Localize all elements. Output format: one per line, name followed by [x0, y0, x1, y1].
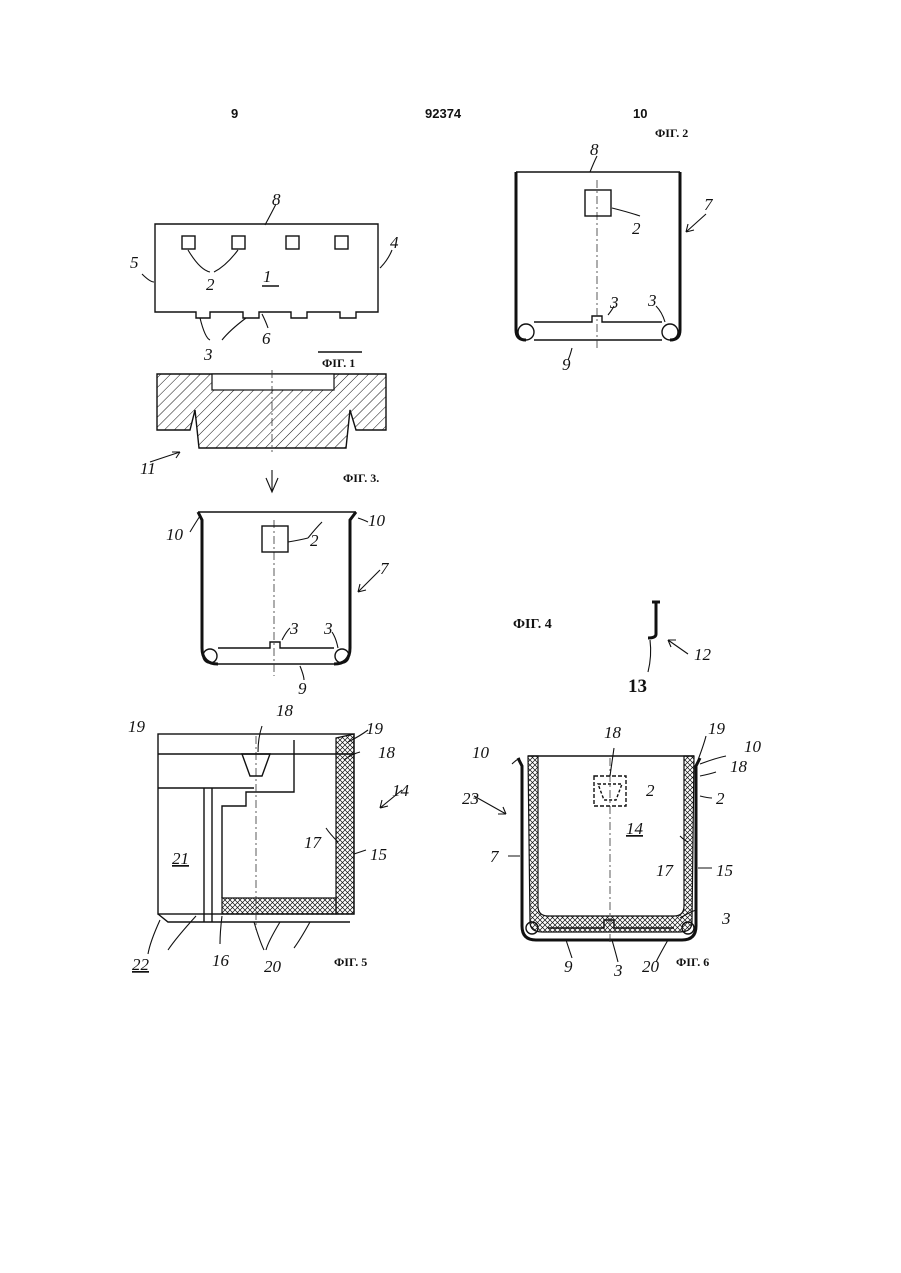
label: 10: [472, 743, 490, 762]
label: 15: [716, 861, 733, 880]
label: 19: [366, 719, 384, 738]
label: 17: [304, 833, 323, 852]
label: 19: [708, 719, 726, 738]
part-wall-left: [516, 172, 526, 340]
label: 3: [323, 619, 333, 638]
window: [182, 236, 195, 249]
label: 18: [604, 723, 622, 742]
label: 8: [272, 190, 281, 209]
figure-4: ФIГ. 4 12 13: [513, 602, 712, 697]
label: 2: [310, 531, 319, 550]
label: 9: [562, 355, 571, 374]
label: 7: [380, 559, 390, 578]
figure-caption: ФIГ. 3.: [343, 471, 379, 485]
label: 22: [132, 955, 150, 974]
label: 2: [206, 275, 215, 294]
label: 1: [263, 267, 272, 286]
window: [232, 236, 245, 249]
window: [585, 190, 611, 216]
figure-6: 10 18 19 10 23 2 18 14 2 7 17 15 3 9 3 2…: [462, 719, 762, 980]
label: 3: [609, 293, 619, 312]
label: 21: [172, 849, 189, 868]
label: 5: [130, 253, 139, 272]
label: 2: [716, 789, 725, 808]
label: 20: [264, 957, 282, 976]
label: 8: [590, 140, 599, 159]
figure-caption: ФIГ. 6: [676, 955, 709, 969]
window: [262, 526, 288, 552]
label: 3: [203, 345, 213, 364]
label: 13: [628, 676, 647, 697]
label: 14: [392, 781, 410, 800]
label: 7: [490, 847, 500, 866]
label: 10: [166, 525, 184, 544]
label: 3: [289, 619, 299, 638]
part-wall-right: [670, 172, 680, 340]
label: 11: [140, 459, 156, 478]
label: 23: [462, 789, 479, 808]
label: 6: [262, 329, 271, 348]
label: 3: [721, 909, 731, 928]
label: 3: [647, 291, 657, 310]
label: 4: [390, 233, 399, 252]
figure-5: 19 18 19 18 14 21 17 15 22 16 20 ФIГ. 5: [128, 701, 410, 976]
label: 19: [128, 717, 146, 736]
label: 9: [564, 957, 573, 976]
label: 17: [656, 861, 675, 880]
label: 10: [368, 511, 386, 530]
label: 7: [704, 195, 714, 214]
window: [286, 236, 299, 249]
label: 2: [632, 219, 641, 238]
label: 18: [378, 743, 396, 762]
label: 2: [646, 781, 655, 800]
label: 14: [626, 819, 644, 838]
window: [335, 236, 348, 249]
figure-caption: ФIГ. 4: [513, 617, 552, 632]
label: 3: [613, 961, 623, 980]
label: 16: [212, 951, 230, 970]
figure-caption: ФIГ. 5: [334, 955, 367, 969]
figure-1: 8 2 1 4 5 3 6 ФIГ. 1: [130, 190, 399, 370]
label: 18: [276, 701, 294, 720]
label: 18: [730, 757, 748, 776]
figure-3: 11 ФIГ. 3. 10 10 2 7 3 3 9: [140, 370, 390, 698]
label: 15: [370, 845, 387, 864]
figure-2: 8 7 2 3 3 9 ФIГ. 2: [516, 126, 714, 374]
label: 20: [642, 957, 660, 976]
figure-caption: ФIГ. 1: [322, 356, 355, 370]
label: 10: [744, 737, 762, 756]
label: 12: [694, 645, 712, 664]
figure-caption: ФIГ. 2: [655, 126, 688, 140]
label: 9: [298, 679, 307, 698]
